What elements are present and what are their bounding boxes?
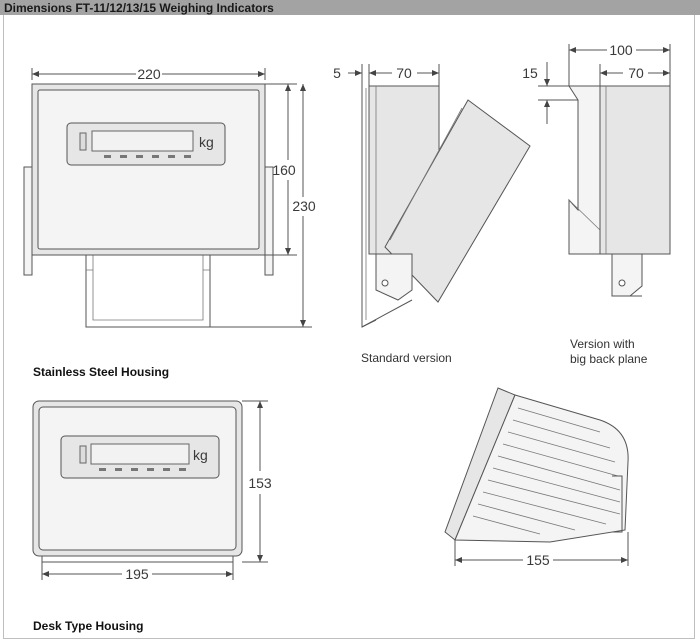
page-frame [3,15,695,639]
housing-inner [37,89,260,250]
status-light [79,132,87,151]
bracket-pivot [381,279,389,287]
desk-base [41,555,234,563]
dim-desk-depth: 155 [526,552,550,568]
lcd-window [91,130,194,152]
stand-outline [85,255,211,328]
left-bracket [23,166,33,276]
desk-cooling-ribs [472,407,621,535]
back-plane [568,85,601,255]
dim-front-total-height: 230 [292,198,316,214]
header-bar: Dimensions FT-11/12/13/15 Weighing Indic… [0,0,700,15]
bigback-bracket-base [611,262,642,297]
stand-inner [92,255,204,321]
side-bracket [375,253,413,301]
desk-status-light [79,445,87,464]
dim-back-total-depth: 100 [609,42,633,58]
bigback-side-view: 100 70 15 [522,42,671,297]
caption-bigback-2: big back plane [570,352,648,366]
desk-rear-foot [612,475,623,533]
caption-desk: Desk Type Housing [33,619,144,633]
bigback-pivot [618,279,626,287]
caption-standard: Standard version [361,351,452,365]
back-plane-edge [568,199,601,231]
desk-lcd-window [90,443,190,465]
stainless-front-view: kg 220 160 230 [23,66,316,328]
page-title: Dimensions FT-11/12/13/15 Weighing Indic… [4,1,274,15]
dim-desk-width: 195 [125,566,149,582]
dim-desk-height: 153 [248,475,272,491]
dim-side-depth: 70 [396,65,412,81]
dim-front-width: 220 [137,66,161,82]
dim-front-display-height: 160 [272,162,296,178]
caption-bigback-1: Version with [570,337,635,351]
dim-back-depth: 70 [628,65,644,81]
caption-stainless: Stainless Steel Housing [33,365,170,379]
dim-side-gap: 5 [333,65,341,81]
keypad-buttons [104,155,191,158]
bracket-diagonal [361,299,413,328]
dim-back-offset: 15 [522,65,538,81]
right-bracket [264,166,274,276]
bigback-housing [599,85,671,255]
desk-keypad-buttons [99,468,186,471]
tilted-housing [384,99,531,303]
unit-label: kg [199,134,214,150]
bigback-bracket [611,253,643,297]
desk-front-view: kg 153 195 [32,401,272,582]
standard-side-view: 5 70 [333,64,531,328]
desk-side-view: 155 [444,387,628,568]
desk-unit-label: kg [193,447,208,463]
